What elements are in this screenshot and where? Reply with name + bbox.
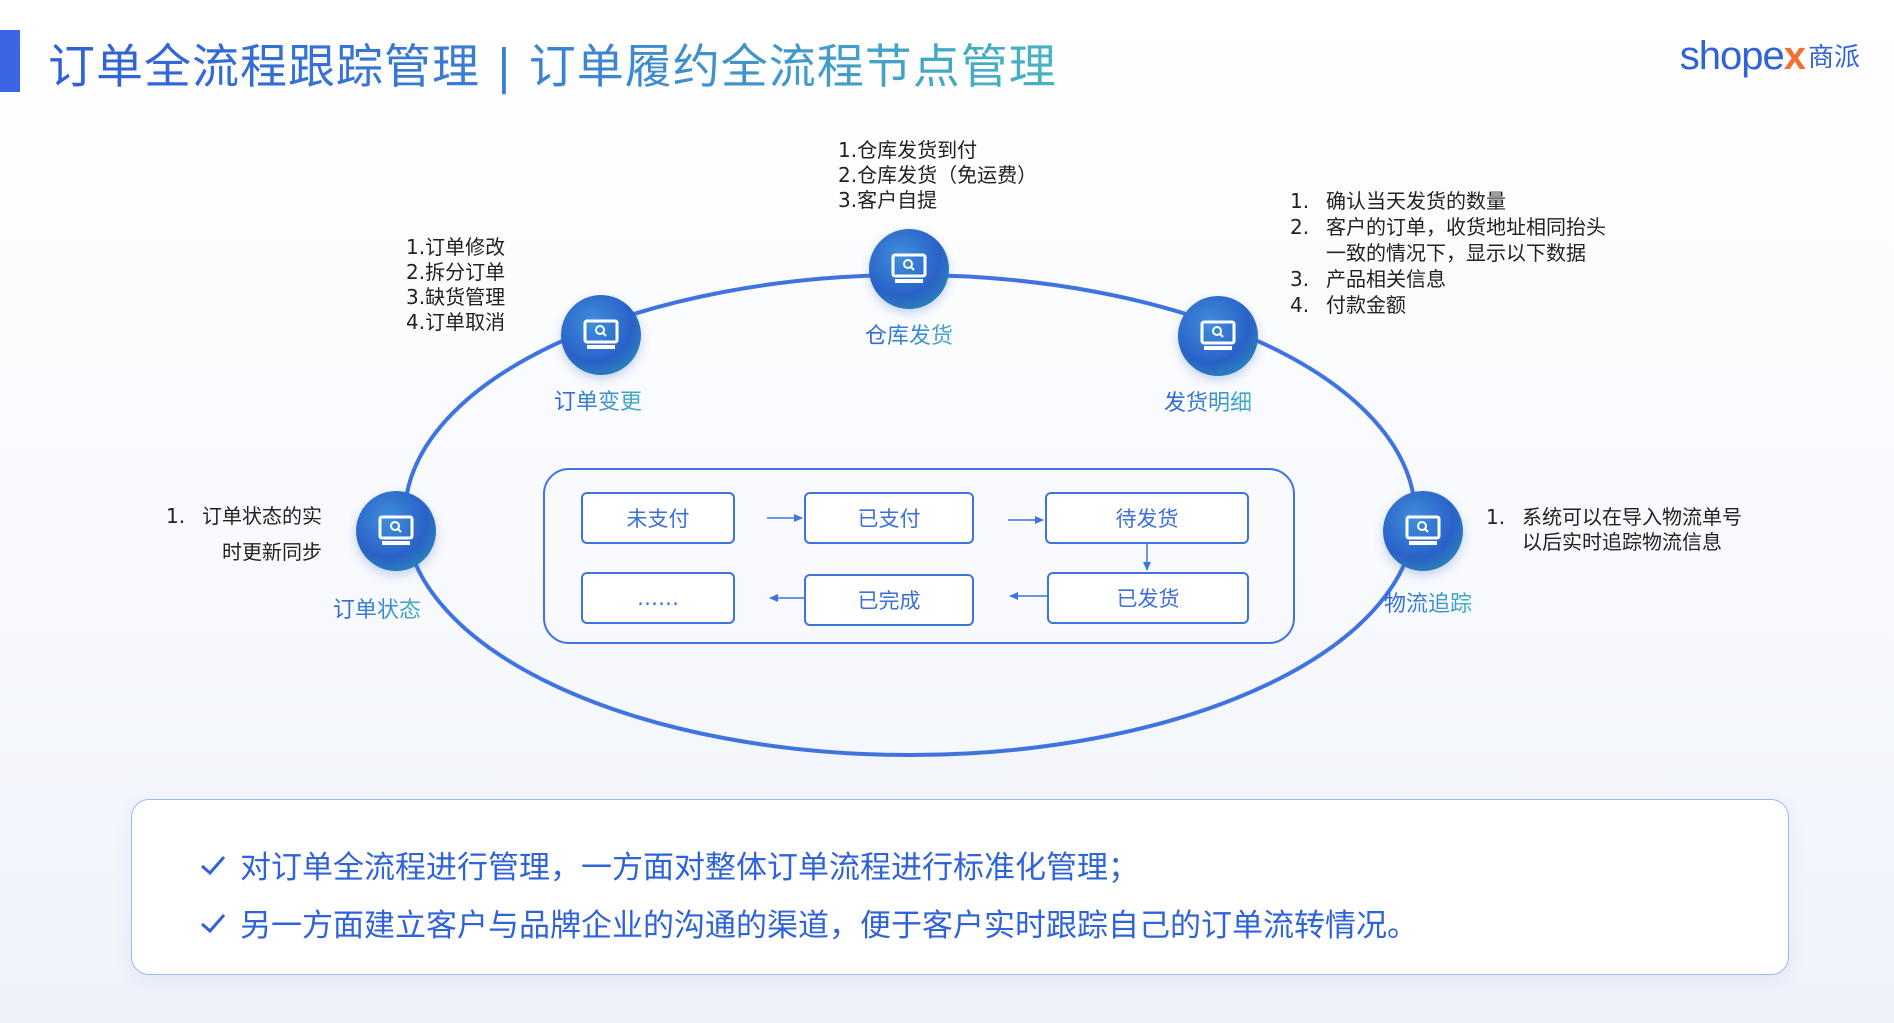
- page-title: 订单全流程跟踪管理 | 订单履约全流程节点管理: [48, 28, 1057, 97]
- node-order-status[interactable]: [356, 491, 436, 571]
- note-order-change: 1.订单修改 2.拆分订单 3.缺货管理 4.订单取消: [406, 235, 505, 335]
- note-text: 产品相关信息: [1326, 267, 1446, 291]
- note-num: 1.: [1486, 505, 1506, 529]
- note-order-status: 1. 订单状态的实 时更新同步: [166, 498, 322, 570]
- note-logistics: 1. 系统可以在导入物流单号 以后实时追踪物流信息: [1486, 505, 1742, 555]
- node-logistics[interactable]: [1383, 491, 1463, 571]
- flow-box-shipped[interactable]: 已发货: [1047, 572, 1249, 624]
- flow-box-to-ship[interactable]: 待发货: [1045, 492, 1249, 544]
- flow-box-paid[interactable]: 已支付: [804, 492, 974, 544]
- note-num: 1.: [166, 504, 186, 528]
- note-text: 以后实时追踪物流信息: [1522, 530, 1722, 554]
- monitor-icon: [891, 253, 927, 283]
- logo-x: x: [1783, 34, 1806, 78]
- monitor-icon: [378, 515, 414, 545]
- note-num: 2.: [1290, 215, 1310, 239]
- summary-line-2: 另一方面建立客户与品牌企业的沟通的渠道，便于客户实时跟踪自己的订单流转情况。: [198, 900, 1418, 945]
- summary-text-2: 另一方面建立客户与品牌企业的沟通的渠道，便于客户实时跟踪自己的订单流转情况。: [240, 908, 1418, 944]
- note-line: 3.缺货管理: [406, 285, 506, 309]
- note-text: 时更新同步: [222, 540, 322, 564]
- check-icon: [201, 855, 226, 875]
- monitor-icon: [1200, 320, 1236, 350]
- note-text: 确认当天发货的数量: [1326, 189, 1506, 213]
- note-num: 1.: [1290, 189, 1310, 213]
- summary-panel: 对订单全流程进行管理，一方面对整体订单流程进行标准化管理； 另一方面建立客户与品…: [131, 799, 1789, 975]
- node-label-ship-detail: 发货明细: [1164, 385, 1252, 417]
- monitor-icon: [1405, 515, 1441, 545]
- node-label-logistics: 物流追踪: [1384, 586, 1472, 618]
- note-text: 系统可以在导入物流单号: [1522, 505, 1742, 529]
- note-line: 2.拆分订单: [406, 260, 506, 284]
- note-text: 订单状态的实: [202, 504, 322, 528]
- note-text: 一致的情况下，显示以下数据: [1326, 241, 1586, 265]
- note-line: 1.订单修改: [406, 235, 506, 259]
- logo-cn: 商派: [1807, 43, 1860, 73]
- note-text: 客户的订单，收货地址相同抬头: [1326, 215, 1606, 239]
- note-ship-detail: 1. 确认当天发货的数量 2. 客户的订单，收货地址相同抬头 一致的情况下，显示以下…: [1290, 188, 1606, 318]
- title-accent-bar: [0, 30, 20, 92]
- node-label-order-change: 订单变更: [554, 384, 642, 416]
- note-num: [1290, 240, 1326, 266]
- node-order-change[interactable]: [561, 295, 641, 375]
- monitor-icon: [583, 319, 619, 349]
- note-line: 3.客户自提: [838, 188, 938, 212]
- node-label-order-status: 订单状态: [333, 592, 421, 624]
- node-ship-detail[interactable]: [1178, 296, 1258, 376]
- note-text: 付款金额: [1326, 293, 1406, 317]
- summary-text-1: 对订单全流程进行管理，一方面对整体订单流程进行标准化管理；: [240, 850, 1139, 886]
- logo-text: shope: [1679, 34, 1785, 78]
- note-num: 4.: [1290, 293, 1310, 317]
- note-num: 3.: [1290, 267, 1310, 291]
- flow-box-completed[interactable]: 已完成: [804, 574, 974, 626]
- node-warehouse[interactable]: [869, 229, 949, 309]
- node-label-warehouse: 仓库发货: [865, 318, 953, 350]
- check-icon: [201, 913, 226, 933]
- status-flow-frame: [543, 468, 1295, 644]
- flow-box-more[interactable]: ……: [581, 572, 735, 624]
- note-line: 4.订单取消: [406, 310, 506, 334]
- note-line: 1.仓库发货到付: [838, 138, 978, 162]
- flow-box-unpaid[interactable]: 未支付: [581, 492, 735, 544]
- note-warehouse: 1.仓库发货到付 2.仓库发货（免运费） 3.客户自提: [838, 138, 1037, 213]
- summary-line-1: 对订单全流程进行管理，一方面对整体订单流程进行标准化管理；: [198, 842, 1139, 887]
- note-line: 2.仓库发货（免运费）: [838, 163, 1038, 187]
